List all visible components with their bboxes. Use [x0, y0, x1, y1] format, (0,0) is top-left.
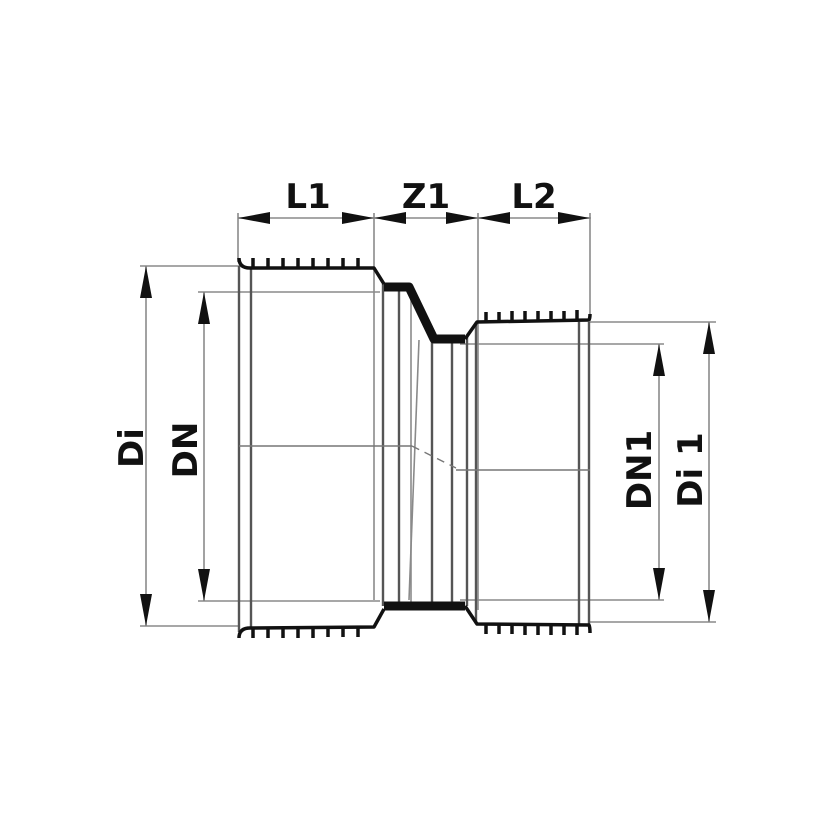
- label-DN: DN: [166, 422, 206, 479]
- rib-marks: [251, 258, 579, 322]
- arrow-icon: [703, 322, 715, 354]
- arrow-icon: [140, 266, 152, 298]
- label-L1: L1: [285, 177, 330, 217]
- arrow-icon: [478, 212, 510, 224]
- arrow-icon: [198, 569, 210, 601]
- dimension-labels-top: L1 Z1 L2: [285, 177, 556, 217]
- arrow-icon: [653, 568, 665, 600]
- right-diameter-dimensions: DN1 Di 1: [460, 321, 716, 623]
- arrow-icon: [198, 292, 210, 324]
- arrow-icon: [703, 590, 715, 622]
- length-dimension-line: [237, 212, 591, 610]
- arrow-icon: [374, 212, 406, 224]
- fitting-outer-profile-bottom: [237, 601, 592, 639]
- label-Z1: Z1: [402, 177, 450, 217]
- fitting-outer-profile-top: [237, 257, 592, 344]
- rib-marks: [251, 624, 579, 638]
- arrow-icon: [140, 594, 152, 626]
- arrow-icon: [238, 212, 270, 224]
- arrow-icon: [446, 212, 478, 224]
- left-diameter-dimensions: Di DN: [112, 265, 380, 627]
- arrow-icon: [558, 212, 590, 224]
- arrow-icon: [653, 344, 665, 376]
- label-Di: Di: [112, 428, 152, 468]
- fitting-body-lines: [237, 266, 591, 632]
- label-Di1: Di 1: [671, 432, 711, 507]
- arrow-icon: [342, 212, 374, 224]
- center-axis: [239, 445, 590, 471]
- label-L2: L2: [511, 177, 556, 217]
- label-DN1: DN1: [620, 430, 660, 510]
